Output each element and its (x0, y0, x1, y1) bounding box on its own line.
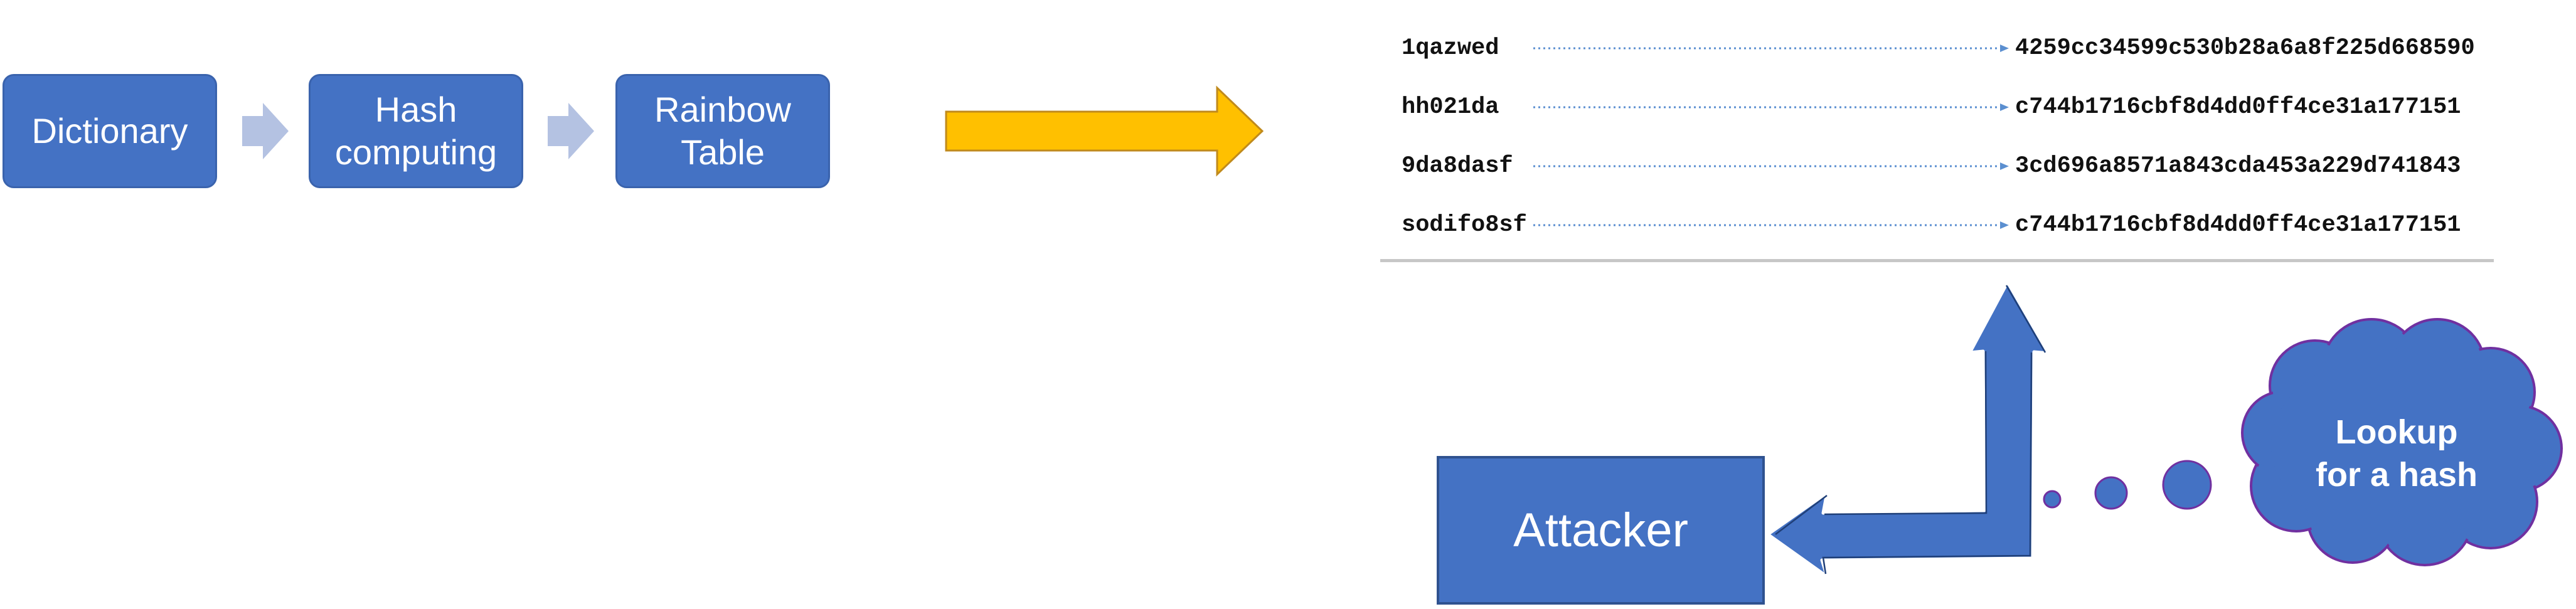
chevron-arrow-icon (548, 103, 594, 159)
hash-cell: 3cd696a8571a843cda453a229d741843 (2015, 153, 2461, 179)
attacker-box: Attacker (1437, 456, 1765, 605)
thought-dot-medium (2094, 476, 2128, 510)
rainbow-table: 1qazwed 4259cc34599c530b28a6a8f225d66859… (1380, 25, 2494, 262)
password-cell: sodifo8sf (1402, 212, 1527, 238)
dictionary-box: Dictionary (3, 74, 217, 188)
rainbow-table-label: Rainbow Table (654, 90, 791, 172)
lookup-cloud: Lookup for a hash (2237, 317, 2572, 571)
dotted-arrow-icon (1533, 45, 2009, 52)
bent-up-arrow-icon (1766, 280, 2050, 578)
table-row: 1qazwed 4259cc34599c530b28a6a8f225d66859… (1380, 29, 2494, 67)
password-cell: hh021da (1402, 94, 1499, 120)
dotted-arrow-icon (1533, 103, 2009, 111)
thought-dot-small (2043, 490, 2062, 509)
table-row: 9da8dasf 3cd696a8571a843cda453a229d74184… (1380, 147, 2494, 185)
dotted-arrow-icon (1533, 221, 2009, 229)
cloud-text-line2: for a hash (2315, 456, 2478, 494)
dotted-arrow-icon (1533, 162, 2009, 170)
password-cell: 9da8dasf (1402, 153, 1513, 179)
cloud-icon (2241, 318, 2563, 566)
cloud-text: Lookup for a hash (2237, 411, 2557, 496)
attacker-label: Attacker (1513, 504, 1688, 557)
table-row: hh021da c744b1716cbf8d4dd0ff4ce31a177151 (1380, 88, 2494, 126)
hash-cell: c744b1716cbf8d4dd0ff4ce31a177151 (2015, 94, 2461, 120)
rainbow-table-box: Rainbow Table (615, 74, 830, 188)
hash-computing-box: Hash computing (309, 74, 523, 188)
dictionary-label: Dictionary (31, 111, 188, 151)
cloud-text-line1: Lookup (2335, 413, 2458, 451)
bent-up-arrow-sketch-icon (1775, 285, 2046, 575)
hash-computing-label: Hash computing (334, 90, 498, 172)
thought-dot-large (2162, 460, 2212, 510)
hash-cell: c744b1716cbf8d4dd0ff4ce31a177151 (2015, 212, 2461, 238)
hash-cell: 4259cc34599c530b28a6a8f225d668590 (2015, 35, 2475, 61)
table-divider (1380, 259, 2494, 262)
password-cell: 1qazwed (1402, 35, 1499, 61)
chevron-arrow-icon (242, 103, 289, 159)
table-row: sodifo8sf c744b1716cbf8d4dd0ff4ce31a1771… (1380, 206, 2494, 244)
yellow-arrow-icon (945, 85, 1264, 177)
